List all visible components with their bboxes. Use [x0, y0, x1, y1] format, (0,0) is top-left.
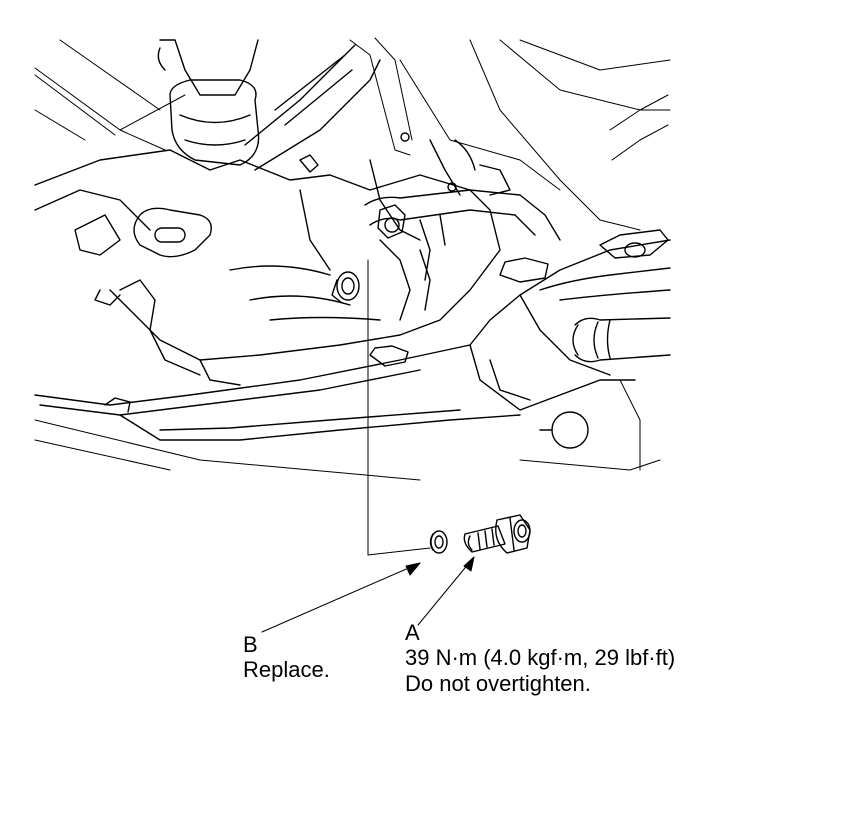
- transmission-case: [35, 133, 500, 385]
- callout-a-torque: 39 N·m (4.0 kgf·m, 29 lbf·ft): [405, 645, 676, 670]
- drain-bolt-a: [464, 515, 530, 553]
- leader-lines: [262, 260, 474, 632]
- sealing-washer-b: [431, 531, 448, 553]
- drive-shaft: [540, 318, 670, 448]
- callout-a-letter: A: [405, 620, 420, 645]
- vehicle-body-outline: [35, 38, 670, 480]
- suspension-arm: [158, 40, 380, 170]
- callout-b-letter: B: [243, 632, 258, 657]
- linkage-bracket: [365, 165, 560, 280]
- callout-b-note: Replace.: [243, 657, 330, 682]
- splash-shield: [35, 230, 670, 440]
- drain-plug-location: [332, 272, 359, 303]
- callout-a-note: Do not overtighten.: [405, 671, 591, 696]
